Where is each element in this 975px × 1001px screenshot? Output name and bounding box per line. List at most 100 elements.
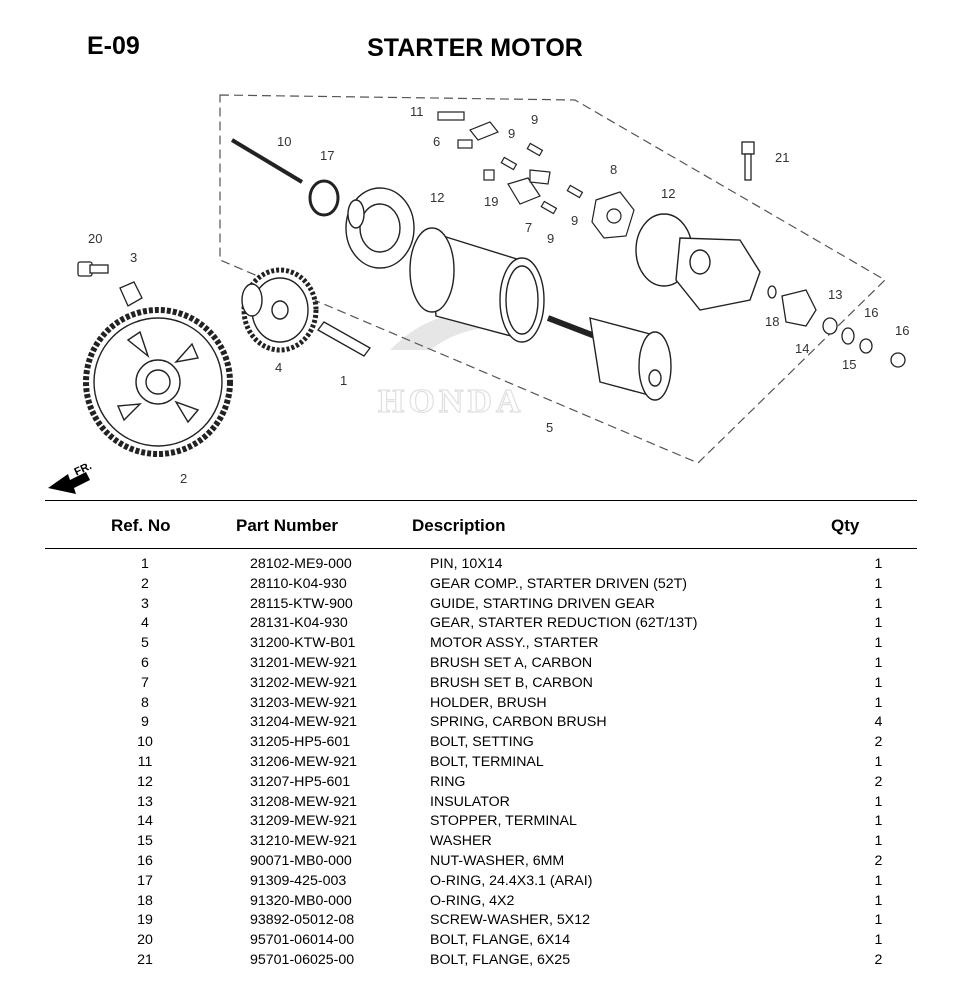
callout-label: 20 <box>88 231 102 246</box>
callout-label: 9 <box>508 126 515 141</box>
table-row: 1 28102-ME9-000 PIN, 10X14 1 <box>45 555 917 575</box>
table-row: 4 28131-K04-930 GEAR, STARTER REDUCTION (6… <box>45 614 917 634</box>
description-cell: MOTOR ASSY., STARTER <box>430 635 599 652</box>
ref-cell: 5 <box>141 635 149 652</box>
description-cell: PIN, 10X14 <box>430 556 503 572</box>
part-number-cell: 31206-MEW-921 <box>250 753 357 770</box>
callout-label: 6 <box>433 134 440 149</box>
header-ref-no: Ref. No <box>111 516 171 535</box>
description-cell: BOLT, TERMINAL <box>430 753 544 770</box>
description-cell: SPRING, CARBON BRUSH <box>430 714 607 731</box>
callout-label: 7 <box>525 220 532 235</box>
qty-cell: 1 <box>874 654 883 671</box>
header-qty: Qty <box>831 516 860 535</box>
part-number-cell: 31204-MEW-921 <box>250 714 357 731</box>
qty-cell: 1 <box>874 912 883 929</box>
qty-cell: 1 <box>874 872 883 889</box>
callout-label: 2 <box>180 471 187 486</box>
ref-cell: 1 <box>141 556 149 572</box>
part-number-cell: 95701-06025-00 <box>250 951 355 968</box>
description-cell: BRUSH SET B, CARBON <box>430 674 593 691</box>
callout-label: 4 <box>275 360 282 375</box>
callout-label: 12 <box>661 186 675 201</box>
qty-cell: 1 <box>874 556 883 572</box>
part-number-cell: 31210-MEW-921 <box>250 833 357 850</box>
part-number-cell: 95701-06014-00 <box>250 932 355 949</box>
callout-label: 8 <box>610 162 617 177</box>
qty-cell: 4 <box>874 714 883 731</box>
ref-cell: 21 <box>137 951 153 968</box>
part-number-cell: 31201-MEW-921 <box>250 654 357 671</box>
ref-cell: 14 <box>137 813 153 830</box>
watermark-text: HONDA <box>378 383 525 420</box>
brush-assembly-icon <box>437 111 635 239</box>
callout-label: 16 <box>864 305 878 320</box>
part-number-cell: 31207-HP5-601 <box>250 773 351 790</box>
page-code: E-09 <box>87 32 140 60</box>
ref-cell: 19 <box>137 912 153 929</box>
o-ring-17-icon <box>308 179 340 217</box>
ref-cell: 17 <box>137 872 153 889</box>
callout-label: 1 <box>340 373 347 388</box>
part-number-cell: 31209-MEW-921 <box>250 813 357 830</box>
qty-cell: 1 <box>874 753 883 770</box>
part-number-cell: 31200-KTW-B01 <box>250 635 356 652</box>
callout-label: 11 <box>410 104 424 119</box>
description-cell: GEAR, STARTER REDUCTION (62T/13T) <box>430 615 698 632</box>
description-cell: BRUSH SET A, CARBON <box>430 654 593 671</box>
part-number-cell: 31202-MEW-921 <box>250 674 357 691</box>
ref-cell: 12 <box>137 773 153 790</box>
table-row: 21 95701-06025-00 BOLT, FLANGE, 6X25 2 <box>45 951 917 971</box>
description-cell: BOLT, FLANGE, 6X14 <box>430 932 571 949</box>
callout-label: 3 <box>130 250 137 265</box>
assembly-outline <box>219 94 886 464</box>
description-cell: BOLT, FLANGE, 6X25 <box>430 951 571 968</box>
ref-cell: 4 <box>141 615 149 632</box>
part-number-cell: 28115-KTW-900 <box>250 595 353 612</box>
qty-cell: 1 <box>874 615 883 632</box>
ref-cell: 20 <box>137 932 153 949</box>
part-number-cell: 93892-05012-08 <box>250 912 355 929</box>
front-arrow-icon: FR. <box>48 460 94 494</box>
callout-label: 14 <box>795 341 809 356</box>
qty-cell: 1 <box>874 813 883 830</box>
description-cell: STOPPER, TERMINAL <box>430 813 577 830</box>
qty-cell: 1 <box>874 892 883 909</box>
table-header-rule <box>45 548 917 549</box>
ref-cell: 8 <box>141 694 149 711</box>
ref-cell: 2 <box>141 575 149 592</box>
description-cell: GUIDE, STARTING DRIVEN GEAR <box>430 595 655 612</box>
rear-cover-icon <box>635 213 761 311</box>
armature-icon <box>546 315 672 401</box>
callout-label: 9 <box>571 213 578 228</box>
part-number-cell: 28102-ME9-000 <box>250 556 352 572</box>
part-number-cell: 28131-K04-930 <box>250 615 348 632</box>
description-cell: O-RING, 24.4X3.1 (ARAI) <box>430 872 593 889</box>
driven-gear-guide-icon <box>119 281 143 307</box>
part-number-cell: 90071-MB0-000 <box>250 852 352 869</box>
ref-cell: 10 <box>137 734 153 751</box>
ref-cell: 15 <box>137 833 153 850</box>
front-marker-label: FR. <box>73 460 94 478</box>
callout-label: 10 <box>277 134 291 149</box>
flange-bolt-21-icon <box>741 141 755 181</box>
callout-label: 19 <box>484 194 498 209</box>
page-title: STARTER MOTOR <box>367 34 583 62</box>
qty-cell: 2 <box>874 951 883 968</box>
qty-cell: 2 <box>874 852 883 869</box>
callout-label: 12 <box>430 190 444 205</box>
ref-cell: 11 <box>137 753 153 770</box>
